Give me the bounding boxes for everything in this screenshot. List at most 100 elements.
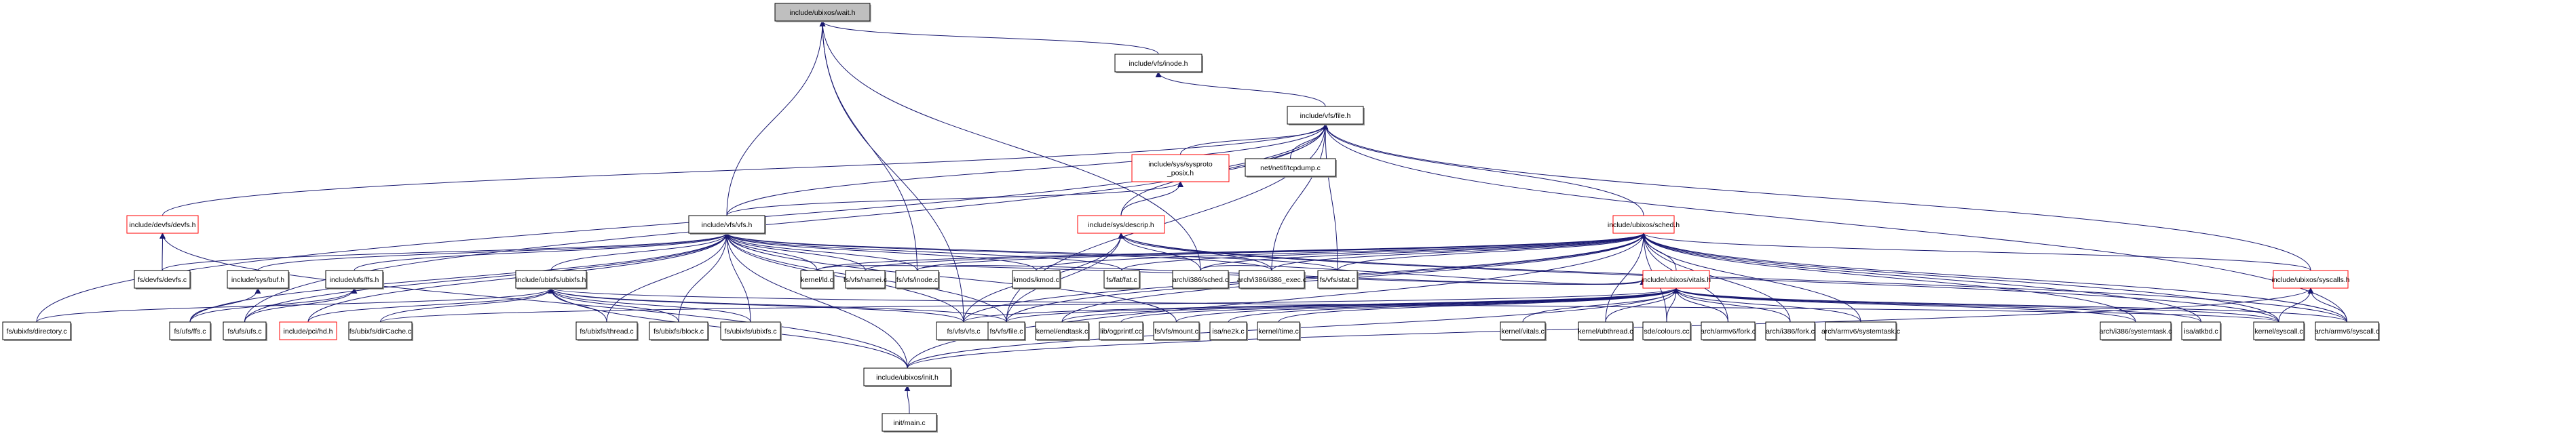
node-label: fs/vfs/inode.c xyxy=(896,276,938,284)
graph-node-ubixfs-h[interactable]: include/ubixfs/ubixfs.h xyxy=(515,270,588,289)
node-box xyxy=(1257,321,1300,340)
edge-i386exec_c-to-sched_h xyxy=(1271,233,1647,271)
graph-node-ld-c[interactable]: kernel/ld.c xyxy=(800,270,835,289)
graph-node-armsyscall-c[interactable]: arch/armv6/syscall.c xyxy=(2315,321,2380,341)
edge-ld_c-to-vfs_h xyxy=(723,233,818,271)
node-label: include/ubixos/vitals.h xyxy=(1642,276,1711,284)
graph-node-namei-c[interactable]: fs/vfs/namei.c xyxy=(844,270,887,289)
edge-layer xyxy=(36,20,2347,414)
graph-node-armsystask-c[interactable]: arch/armv6/systemtask.c xyxy=(1821,321,1900,341)
edge-ubthread_c-to-sched_h xyxy=(1605,233,1647,323)
edge-vfs_h-to-file_h xyxy=(726,123,1329,216)
node-box xyxy=(1114,54,1202,73)
edge-armsyscall_c-to-vitals_h xyxy=(1673,287,2347,323)
graph-node-kmod-c[interactable]: kmods/kmod.c xyxy=(1012,270,1061,289)
graph-node-buf-h[interactable]: include/sys/buf.h xyxy=(227,270,290,289)
edge-i386fork_c-to-sched_h xyxy=(1640,233,1791,323)
graph-node-ksyscall-c[interactable]: kernel/syscall.c xyxy=(2253,321,2305,341)
graph-node-ubixfs-c[interactable]: fs/ubixfs/ubixfs.c xyxy=(720,321,782,341)
node-label: _posix.h xyxy=(1167,169,1194,178)
node-label: net/netif/tcpdump.c xyxy=(1260,164,1321,172)
node-box xyxy=(134,270,191,289)
graph-node-file-h[interactable]: include/vfs/file.h xyxy=(1287,106,1365,125)
graph-node-main-c[interactable]: init/main.c xyxy=(882,413,938,433)
graph-node-file-c[interactable]: fs/vfs/file.c xyxy=(987,321,1026,341)
graph-node-vfs-c[interactable]: fs/vfs/vfs.c xyxy=(936,321,992,341)
graph-node-stat-c[interactable]: fs/vfs/stat.c xyxy=(1317,270,1359,289)
node-box xyxy=(845,270,886,289)
node-box xyxy=(774,3,871,22)
node-box xyxy=(1642,270,1710,289)
graph-node-ubthread-c[interactable]: kernel/ubthread.c xyxy=(1578,321,1634,341)
edge-devfs_c-to-devfs_h xyxy=(159,233,166,271)
edge-sysproto_h-to-file_h xyxy=(1180,123,1329,155)
edge-ubixfs_h-to-vfs_h xyxy=(550,233,730,271)
node-label: sde/colours.cc xyxy=(1644,327,1689,336)
edge-time_c-to-vitals_h xyxy=(1278,287,1680,323)
edge-init_h-to-vfs_h xyxy=(723,233,908,369)
graph-node-wait-h[interactable]: include/ubixos/wait.h xyxy=(774,3,871,22)
graph-node-ffs-h[interactable]: include/ufs/ffs.h xyxy=(325,270,384,289)
edge-init_h-to-sched_h xyxy=(907,233,1647,369)
graph-node-descrip-h[interactable]: include/sys/descrip.h xyxy=(1077,215,1165,234)
edge-i386systask_c-to-sched_h xyxy=(1640,233,2136,323)
node-box xyxy=(575,321,638,340)
graph-node-ffs-c[interactable]: fs/ufs/ffs.c xyxy=(169,321,212,341)
node-label: kernel/endtask.c xyxy=(1036,327,1088,336)
edge-thread_c-to-vfs_h xyxy=(606,233,730,323)
graph-node-ogprintf-cc[interactable]: lib/ogprintf.cc xyxy=(1099,321,1144,341)
graph-node-block-c[interactable]: fs/ubixfs/block.c xyxy=(649,321,709,341)
graph-node-directory-c[interactable]: fs/ubixfs/directory.c xyxy=(2,321,72,341)
node-label: include/ubixos/syscalls.h xyxy=(2272,276,2350,284)
graph-node-devfs-c[interactable]: fs/devfs/devfs.c xyxy=(134,270,191,289)
graph-node-ufs-c[interactable]: fs/ufs/ufs.c xyxy=(223,321,267,341)
edge-armfork_c-to-vitals_h xyxy=(1673,287,1728,323)
graph-node-syscalls-h[interactable]: include/ubixos/syscalls.h xyxy=(2272,270,2350,289)
graph-node-sched-h[interactable]: include/ubixos/sched.h xyxy=(1608,215,1680,234)
graph-node-inode-c[interactable]: fs/vfs/inode.c xyxy=(895,270,940,289)
graph-node-thread-c[interactable]: fs/ubixfs/thread.c xyxy=(575,321,639,341)
node-label: kernel/ubthread.c xyxy=(1578,327,1633,336)
graph-node-armfork-c[interactable]: arch/armv6/fork.c xyxy=(1701,321,1756,341)
edge-dircache_c-to-ubixfs_h xyxy=(380,287,554,323)
graph-node-i386sched-c[interactable]: arch/i386/sched.c xyxy=(1172,270,1230,289)
graph-node-kvitals-c[interactable]: kernel/vitals.c xyxy=(1500,321,1547,341)
edge-armsyscall_c-to-descrip_h xyxy=(1118,233,2347,323)
graph-node-i386systask-c[interactable]: arch/i386/systemtask.c xyxy=(2100,321,2172,341)
node-box xyxy=(1825,321,1897,340)
edge-kmod_c-to-sched_h xyxy=(1036,233,1647,271)
graph-node-atkbd-c[interactable]: isa/atkbd.c xyxy=(2181,321,2222,341)
node-label: arch/armv6/fork.c xyxy=(1701,327,1756,336)
node-label: arch/armv6/syscall.c xyxy=(2315,327,2379,336)
graph-node-endtask-c[interactable]: kernel/endtask.c xyxy=(1035,321,1090,341)
edge-atkbd_c-to-sched_h xyxy=(1640,233,2201,323)
edge-ogprintf_cc-to-vitals_h xyxy=(1120,287,1680,323)
edge-file_h-to-inode_h xyxy=(1155,71,1326,107)
graph-node-vitals-h[interactable]: include/ubixos/vitals.h xyxy=(1642,270,1711,289)
graph-node-tcpdump-c[interactable]: net/netif/tcpdump.c xyxy=(1245,158,1337,178)
graph-node-i386fork-c[interactable]: arch/i386/fork.c xyxy=(1765,321,1816,341)
graph-node-fat-c[interactable]: fs/fat/fat.c xyxy=(1103,270,1141,289)
node-box xyxy=(223,321,267,340)
edge-fat_c-to-vfs_h xyxy=(723,233,1122,271)
node-box xyxy=(1238,270,1305,289)
node-label: kernel/syscall.c xyxy=(2254,327,2303,336)
edge-armsyscall_c-to-sched_h xyxy=(1640,233,2347,323)
graph-node-hd-h[interactable]: include/pci/hd.h xyxy=(279,321,337,340)
graph-node-i386exec-c[interactable]: arch/i386/i386_exec.c xyxy=(1237,270,1306,289)
node-label: include/sys/sysproto xyxy=(1148,161,1213,169)
graph-node-time-c[interactable]: kernel/time.c xyxy=(1257,321,1301,341)
graph-node-vfs-h[interactable]: include/vfs/vfs.h xyxy=(688,215,766,235)
node-box xyxy=(1701,321,1756,340)
graph-node-mount-c[interactable]: fs/vfs/mount.c xyxy=(1153,321,1200,341)
graph-node-devfs-h[interactable]: include/devfs/devfs.h xyxy=(126,215,199,234)
graph-node-dircache-c[interactable]: fs/ubixfs/dirCache.c xyxy=(348,321,413,341)
graph-node-init-h[interactable]: include/ubixos/init.h xyxy=(863,367,952,387)
graph-node-inode-h[interactable]: include/vfs/inode.h xyxy=(1114,54,1203,73)
node-box xyxy=(126,215,199,234)
node-box xyxy=(936,321,991,340)
graph-node-sysproto-h[interactable]: include/sys/sysproto_posix.h xyxy=(1131,154,1230,182)
graph-node-ne2k-c[interactable]: isa/ne2k.c xyxy=(1209,321,1248,341)
node-box xyxy=(1077,215,1165,234)
graph-node-colours-cc[interactable]: sde/colours.cc xyxy=(1642,321,1692,341)
